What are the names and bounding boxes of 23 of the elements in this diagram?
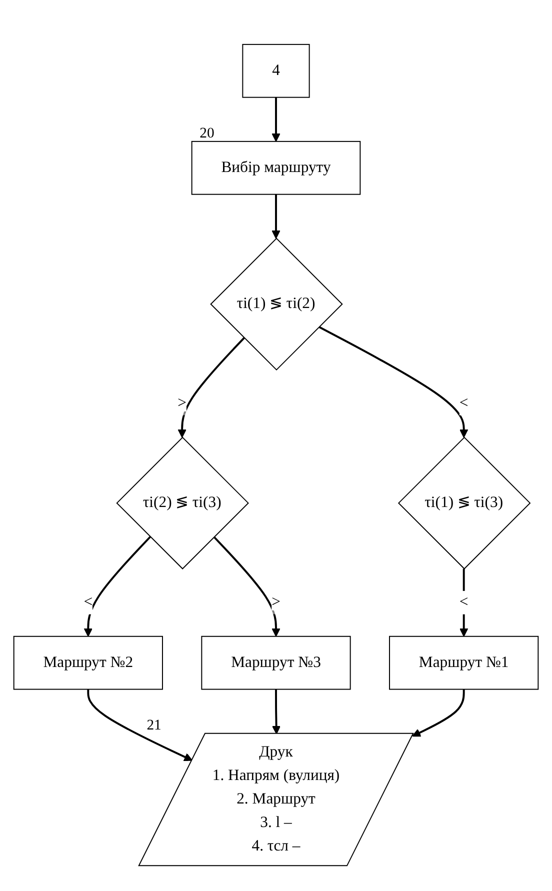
arrow (318, 326, 468, 438)
edge-label: > (272, 594, 280, 611)
arrow (412, 690, 465, 737)
edge-label: < (459, 594, 468, 611)
node-box: 4 (242, 44, 310, 98)
arrow (272, 194, 280, 240)
edge-label: < (459, 395, 468, 412)
edge-label: < (84, 594, 93, 611)
block-number: 20 (200, 126, 214, 142)
node-box: Вибір маршруту (191, 141, 361, 196)
arrow (460, 569, 468, 638)
arrow (84, 536, 151, 638)
arrow (87, 690, 193, 762)
node-diamond: τi(2) ≶ τi(3) (116, 436, 249, 570)
node-diamond: τi(1) ≶ τi(2) (210, 238, 343, 371)
node-diamond: τi(1) ≶ τi(3) (398, 436, 531, 570)
node-box: Маршрут №2 (13, 636, 163, 690)
node-box: Маршрут №1 (389, 636, 539, 690)
node-box: Маршрут №3 (201, 636, 351, 690)
arrow (272, 690, 281, 735)
arrow (272, 98, 280, 142)
edge-label: > (178, 395, 187, 412)
block-number: 21 (146, 718, 162, 734)
